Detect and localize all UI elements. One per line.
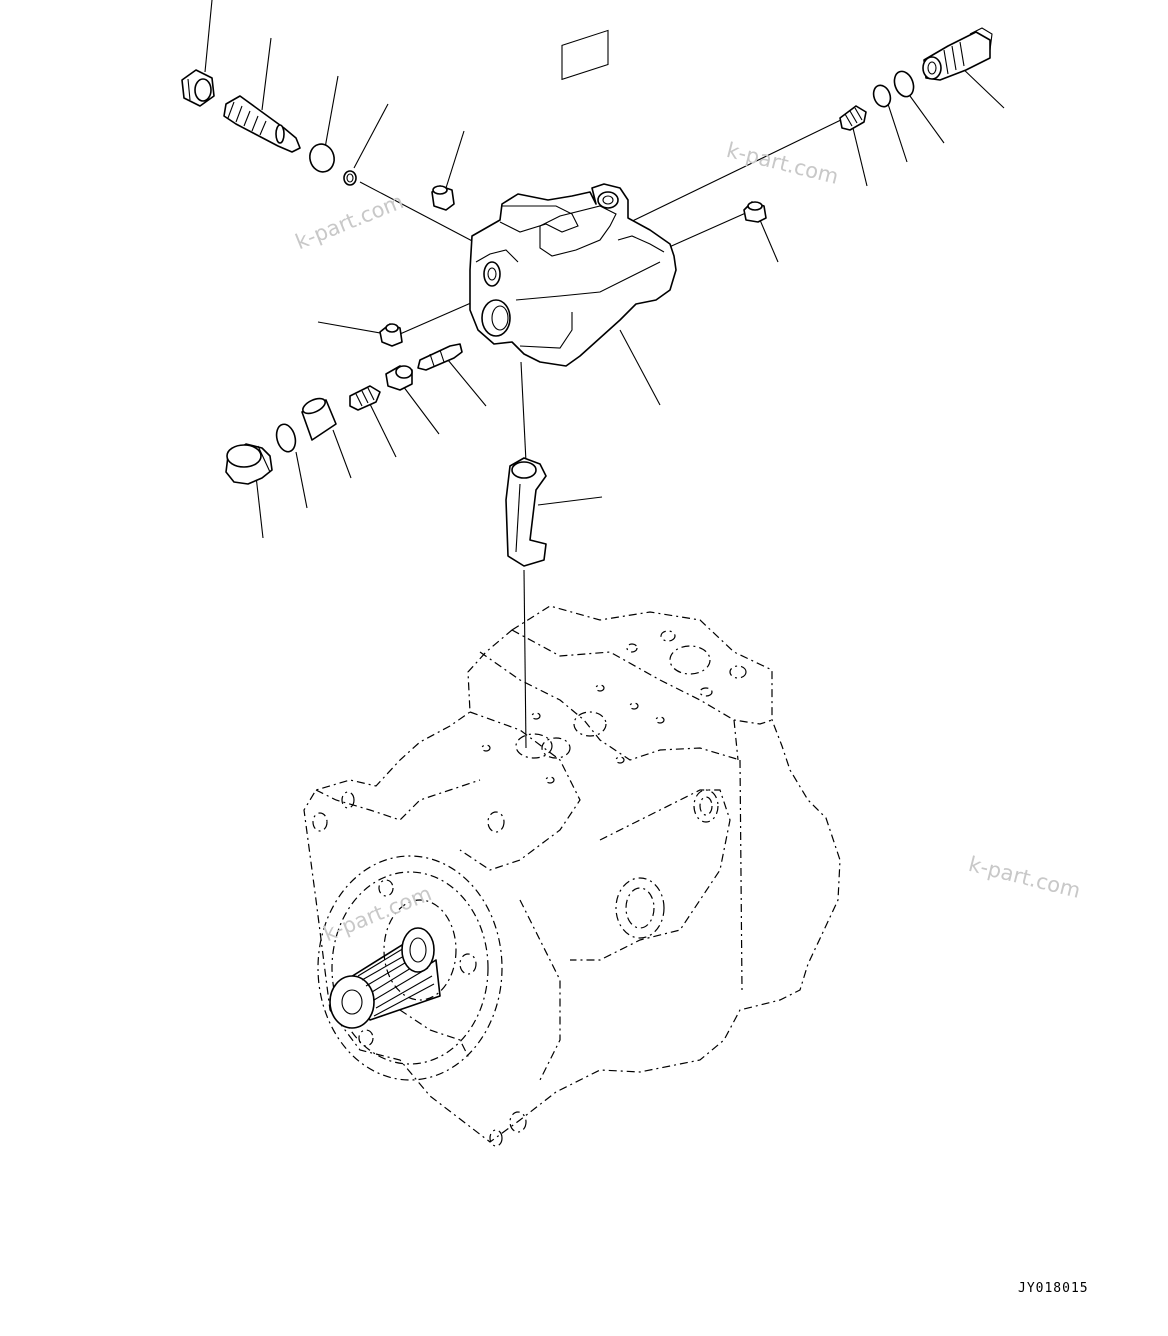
o-ring-2 (872, 84, 892, 108)
adjusting-screw (223, 95, 301, 153)
plug-small-2 (743, 201, 767, 223)
leader-lines (204, 0, 1005, 749)
plug-large (225, 443, 273, 485)
spring-left (349, 385, 381, 411)
connector-fitting (922, 27, 993, 81)
servo-valve-body (469, 29, 677, 367)
o-ring-1 (309, 143, 335, 173)
o-ring-3 (893, 70, 915, 98)
o-ring-4 (275, 423, 297, 453)
hydraulic-pump-assembly (303, 605, 841, 1147)
pin-spool (417, 343, 463, 371)
hex-nut (181, 69, 215, 107)
piston (385, 365, 413, 391)
plug-small-1 (431, 185, 455, 211)
plug-small-3 (379, 323, 403, 347)
sleeve (301, 397, 337, 441)
lever-arm (505, 457, 547, 567)
drawing-code: JY018015 (1018, 1281, 1089, 1296)
small-ring (343, 170, 357, 186)
spring-right (839, 105, 867, 131)
